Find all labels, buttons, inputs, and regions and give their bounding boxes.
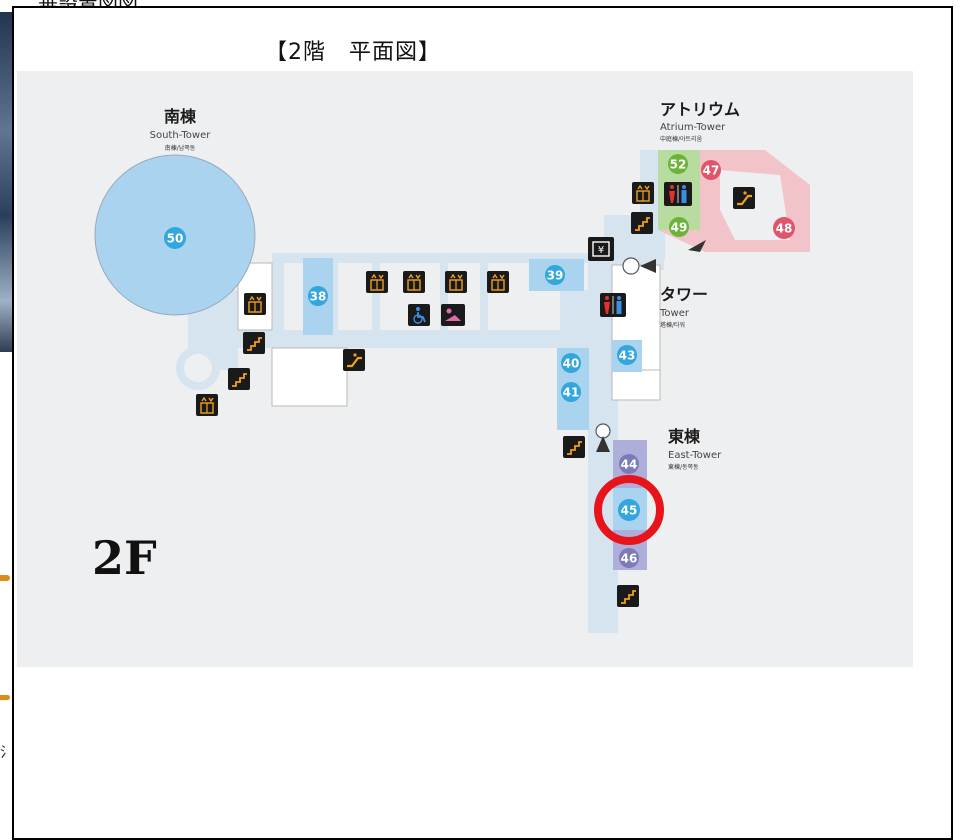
accessible-icon [408,304,430,326]
room-number: 38 [310,290,327,304]
elevator-icon [243,292,267,316]
label-tower: タワー Tower 塔棟/타워 [659,285,708,329]
entrance-arrow-icon [596,436,610,452]
room-number: 52 [670,158,687,172]
svg-text:中庭棟/아트리움: 中庭棟/아트리움 [660,135,703,143]
room-marker-52: 52 [668,154,688,174]
room-marker-50: 50 [164,227,186,249]
svg-text:タワー: タワー [660,285,708,304]
room-marker-43: 43 [617,345,637,365]
room-marker-40: 40 [561,353,581,373]
facility-icons: ¥ [195,181,757,608]
elevator-icon [486,270,510,294]
page-title: 【2階 平面図】 [265,40,441,65]
label-east: 東棟 East-Tower 東棟/동쪽동 [668,427,722,471]
svg-text:南棟/남쪽동: 南棟/남쪽동 [165,144,196,152]
room-number: 47 [703,164,720,178]
room-markers: 50 38 39 40 41 43 44 45 46 47 48 49 52 [164,154,795,568]
stairs-icon [562,435,586,459]
stairs-icon [630,211,654,235]
stairs-icon [227,367,251,391]
room-number: 43 [619,349,636,363]
room-badge [701,160,721,180]
atm-icon: ¥ [588,237,614,261]
stairs-icon [242,331,266,355]
room-badge [668,154,688,174]
svg-text:South-Tower: South-Tower [150,130,212,141]
room-number: 44 [621,458,638,472]
svg-text:アトリウム: アトリウム [660,100,740,119]
room-badge [164,227,186,249]
room-badge [619,548,639,568]
room-badge [773,217,795,239]
room-badge [619,454,639,474]
svg-text:東棟: 東棟 [668,427,701,446]
room-number: 48 [776,222,793,236]
escalator-icon [341,347,367,373]
room-marker-49: 49 [669,217,689,237]
svg-text:East-Tower: East-Tower [668,450,722,461]
entrance-arrow-icon [688,240,706,252]
label-atrium: アトリウム Atrium-Tower 中庭棟/아트리움 [660,100,740,143]
highlight-circle [594,475,664,545]
room-number: 41 [563,386,580,400]
entrance-marker [622,257,640,275]
elevator-icon [444,270,468,294]
room-number: 49 [671,221,688,235]
entrance-arrow-icon [640,259,656,273]
svg-text:¥: ¥ [598,245,604,256]
room-marker-41: 41 [561,382,581,402]
svg-text:Tower: Tower [659,308,690,319]
entrance-marker [595,423,611,439]
room-marker-47: 47 [701,160,721,180]
elevator-icon [402,270,426,294]
room-badge [669,217,689,237]
room-badge [618,499,640,521]
stairs-icon [616,584,640,608]
room-number: 45 [621,504,638,518]
elevator-icon [195,393,219,417]
svg-text:塔棟/타워: 塔棟/타워 [660,321,685,329]
svg-text:Atrium-Tower: Atrium-Tower [660,122,726,133]
room-number: 50 [167,232,184,246]
room-marker-38: 38 [308,286,328,306]
room-badge [561,382,581,402]
floor-label: 2F [92,531,157,585]
room-badge [617,345,637,365]
svg-text:東棟/동쪽동: 東棟/동쪽동 [668,463,699,471]
baby-care-icon [441,304,465,326]
room-badge [308,286,328,306]
room-badge [561,353,581,373]
room-number: 39 [547,269,564,283]
label-south: 南棟 South-Tower 南棟/남쪽동 [150,107,212,152]
room-badge [545,265,565,285]
room-marker-44: 44 [619,454,639,474]
elevator-icon [631,181,655,205]
room-number: 46 [621,552,638,566]
cut-off-text: 氵 [0,745,14,761]
svg-text:南棟: 南棟 [164,107,197,126]
room-marker-39: 39 [545,265,565,285]
room-number: 40 [563,357,580,371]
room-marker-46: 46 [619,548,639,568]
background-photo-strip: 氵 [0,0,14,823]
escalator-icon [731,185,757,211]
restroom-icon [600,293,626,317]
elevator-icon [365,270,389,294]
restroom-icon [664,182,692,206]
room-marker-48: 48 [773,217,795,239]
floor-plan: 南棟 South-Tower 南棟/남쪽동 アトリウム Atrium-Tower… [92,100,810,633]
room-marker-45: 45 [618,499,640,521]
